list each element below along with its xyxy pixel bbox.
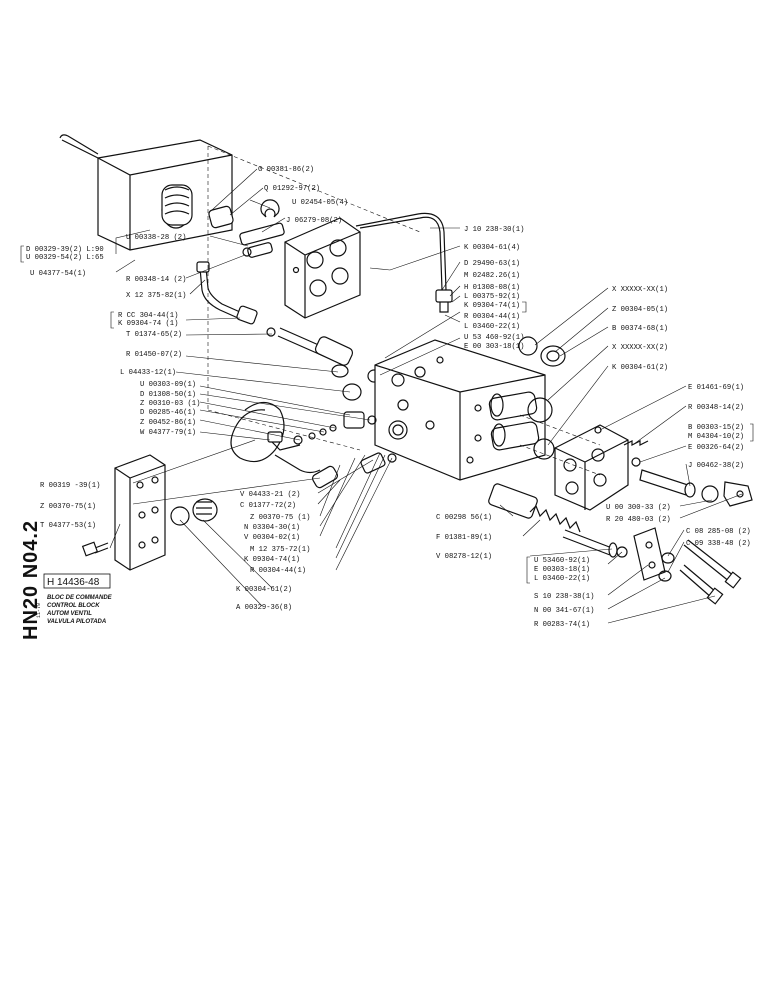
title-english: CONTROL BLOCK xyxy=(47,603,100,609)
callout: C 01377-72(2) xyxy=(240,502,296,510)
tube-top xyxy=(355,212,447,291)
callout: N 03304-30(1) xyxy=(244,524,300,532)
callout: L 04433-12(1) xyxy=(120,369,176,377)
callout: C 08 285-08 (2) xyxy=(686,528,751,536)
callout: U 00 300-33 (2) xyxy=(606,504,671,512)
callout: B 00374-68(1) xyxy=(612,325,668,333)
mounting-plate-top xyxy=(284,217,361,319)
callout: R 00304-44(1) xyxy=(464,313,520,321)
callout: V 08278-12(1) xyxy=(436,553,492,561)
callout: L 03460-22(1) xyxy=(464,323,520,331)
callout: V 04433-21 (2) xyxy=(240,491,300,499)
callout: M 04304-10(2) xyxy=(688,433,744,441)
title-block: HN20 N04.2 H 14436-48 11-79 BLOC DE COMM… xyxy=(20,520,113,640)
callout: K 09304-74(1) xyxy=(464,302,520,310)
title-german: AUTOM VENTIL xyxy=(46,611,92,617)
callout: J 06279-08(2) xyxy=(286,217,342,225)
callout: Z 00452-86(1) xyxy=(140,419,196,427)
callout: Q 01292-97(2) xyxy=(264,185,320,193)
callout: R 00304-44(1) xyxy=(250,567,306,575)
right-valve-body xyxy=(554,424,629,511)
callout: W 04377-79(1) xyxy=(140,429,196,437)
flange xyxy=(633,527,666,581)
main-control-block xyxy=(374,339,546,481)
piston-spring xyxy=(488,483,628,558)
callout-labels: D 00329-39(2) L:90 U 00329-54(2) L:65 U … xyxy=(26,166,751,629)
callout: Z 00310-03 (1) xyxy=(140,400,200,408)
callout: K 00304-61(2) xyxy=(236,586,292,594)
callout: V 00304-02(1) xyxy=(244,534,300,542)
callout: J 00462-38(2) xyxy=(688,462,744,470)
callout: K 09304-74(1) xyxy=(244,556,300,564)
callout: R CC 304-44(1) xyxy=(118,312,178,320)
callout: K 00304-61(2) xyxy=(612,364,668,372)
callout: R 00348-14(2) xyxy=(688,404,744,412)
callout: Z 00370-75 (1) xyxy=(250,514,310,522)
callout: E 01461-69(1) xyxy=(688,384,744,392)
title-french: BLOC DE COMMANDE xyxy=(47,595,113,601)
callout: R 00283-74(1) xyxy=(534,621,590,629)
callout: R 20 480-03 (2) xyxy=(606,516,671,524)
fittings-top xyxy=(208,199,285,258)
callout: D 00329-39(2) L:90 xyxy=(26,246,104,254)
leader-lines xyxy=(109,168,743,624)
callout: U 00303-09(1) xyxy=(140,381,196,389)
model-code: HN20 N04.2 xyxy=(20,520,42,640)
callout: X XXXXX-XX(2) xyxy=(612,344,668,352)
callout: D 29490-63(1) xyxy=(464,260,520,268)
callout: U 00329-54(2) L:65 xyxy=(26,254,104,262)
callout: F 01381-89(1) xyxy=(436,534,492,542)
callout: D 01308-50(1) xyxy=(140,391,196,399)
callout: G 00381-86(2) xyxy=(258,166,314,174)
callout: U 00338-28 (2) xyxy=(126,234,186,242)
date-code: 11-79 xyxy=(36,603,42,618)
callout: B 00303-15(2) xyxy=(688,424,744,432)
callout: E 00 303-18(1) xyxy=(464,343,524,351)
callout: U 53460-92(1) xyxy=(534,557,590,565)
callout: R 00319 -39(1) xyxy=(40,482,100,490)
callout: E 00326-64(2) xyxy=(688,444,744,452)
callout: J 10 238-30(1) xyxy=(464,226,524,234)
title-spanish: VALVULA PILOTADA xyxy=(47,619,106,625)
bottom-left-plate xyxy=(114,454,166,571)
callout: C 00298 56(1) xyxy=(436,514,492,522)
callout: A 00329-36(8) xyxy=(236,604,292,612)
callout: U 02454-05(4) xyxy=(292,199,348,207)
callout: L 00375-92(1) xyxy=(464,293,520,301)
callout: R 00348-14 (2) xyxy=(126,276,186,284)
parts-artwork xyxy=(59,134,753,605)
valve-body-top-left xyxy=(59,134,233,251)
hose-coil xyxy=(230,401,285,463)
callout: M 12 375-72(1) xyxy=(250,546,310,554)
callout: C 09 338-48 (2) xyxy=(686,540,751,548)
tube-fitting xyxy=(435,289,453,303)
callout: Z 00370-75(1) xyxy=(40,503,96,511)
callout: K 09304-74 (1) xyxy=(118,320,178,328)
callout: H 01308-08(1) xyxy=(464,284,520,292)
callout: X XXXXX-XX(1) xyxy=(612,286,668,294)
callout: D 00285-46(1) xyxy=(140,409,196,417)
callout: S 10 238-38(1) xyxy=(534,593,594,601)
callout: K 00304-61(4) xyxy=(464,244,520,252)
callout: T 04377-53(1) xyxy=(40,522,96,530)
drawing-number: H 14436-48 xyxy=(47,577,100,588)
callout: T 01374-65(2) xyxy=(126,331,182,339)
callout: U 53 460-92(1) xyxy=(464,334,524,342)
callout: U 04377-54(1) xyxy=(30,270,86,278)
callout: M 02482.26(1) xyxy=(464,272,520,280)
callout: R 01450-07(2) xyxy=(126,351,182,359)
callout: N 00 341-67(1) xyxy=(534,607,594,615)
callout: E 00303-18(1) xyxy=(534,566,590,574)
tube-left xyxy=(199,267,241,319)
callout: L 03460-22(1) xyxy=(534,575,590,583)
callout: Z 00304-05(1) xyxy=(612,306,668,314)
callout: X 12 375-82(1) xyxy=(126,292,186,300)
